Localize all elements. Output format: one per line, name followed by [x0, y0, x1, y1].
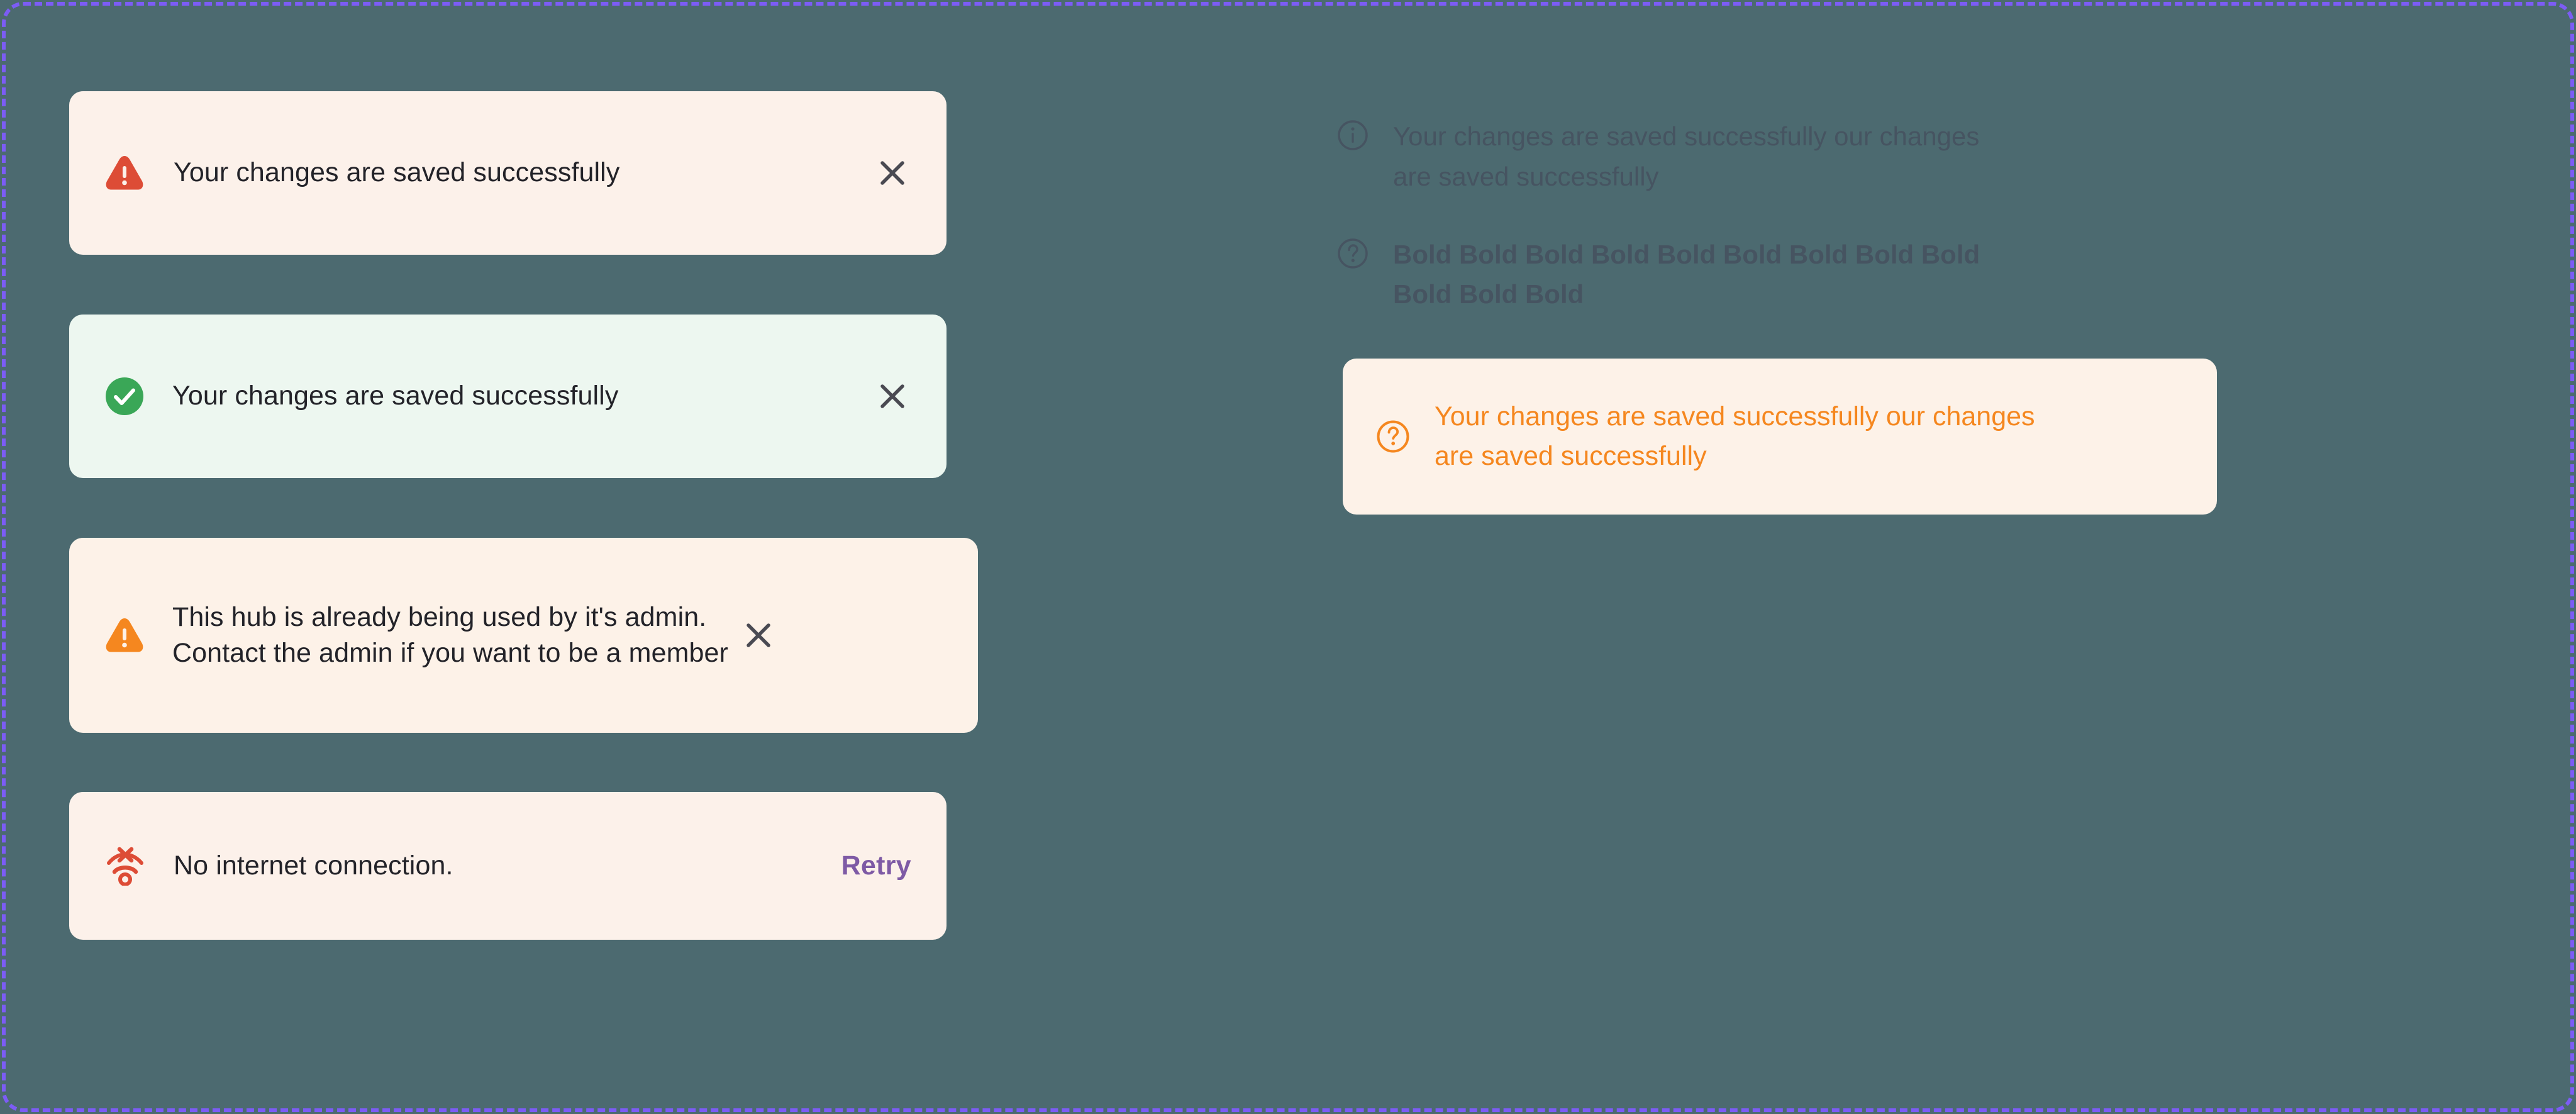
ghost-info-text: Your changes are saved successfully our … — [1393, 121, 1980, 191]
help-card-text: Your changes are saved successfully our … — [1435, 401, 2035, 472]
toast-offline[interactable]: No internet connection. Retry — [69, 792, 947, 940]
toast-error[interactable]: Your changes are saved successfully — [69, 91, 947, 255]
toast-stack: Your changes are saved successfully Your… — [69, 91, 981, 940]
warning-triangle-icon — [104, 154, 145, 192]
toast-success[interactable]: Your changes are saved successfully — [69, 315, 947, 478]
question-circle-icon — [1336, 237, 1369, 270]
ghost-help-message: Bold Bold Bold Bold Bold Bold Bold Bold … — [1336, 235, 2236, 315]
toast-message: No internet connection. — [174, 850, 453, 881]
close-icon[interactable] — [872, 153, 913, 193]
ghost-help-text: Bold Bold Bold Bold Bold Bold Bold Bold … — [1393, 239, 1980, 309]
toast-warning[interactable]: This hub is already being used by it's a… — [69, 538, 978, 733]
close-icon[interactable] — [872, 376, 913, 416]
check-circle-icon — [104, 376, 145, 416]
info-circle-icon — [1336, 119, 1369, 152]
help-card[interactable]: Your changes are saved successfully our … — [1343, 359, 2217, 515]
question-circle-icon — [1375, 419, 1411, 454]
wifi-off-icon — [104, 847, 146, 886]
warning-triangle-icon — [104, 616, 145, 654]
toast-message: This hub is already being used by it's a… — [172, 601, 728, 668]
right-panel: Your changes are saved successfully our … — [1336, 116, 2236, 515]
close-icon[interactable] — [738, 615, 779, 655]
toast-message: Your changes are saved successfully — [172, 381, 619, 411]
toast-message: Your changes are saved successfully — [174, 157, 620, 188]
ghost-info-message: Your changes are saved successfully our … — [1336, 116, 2236, 197]
retry-button[interactable]: Retry — [841, 850, 911, 881]
